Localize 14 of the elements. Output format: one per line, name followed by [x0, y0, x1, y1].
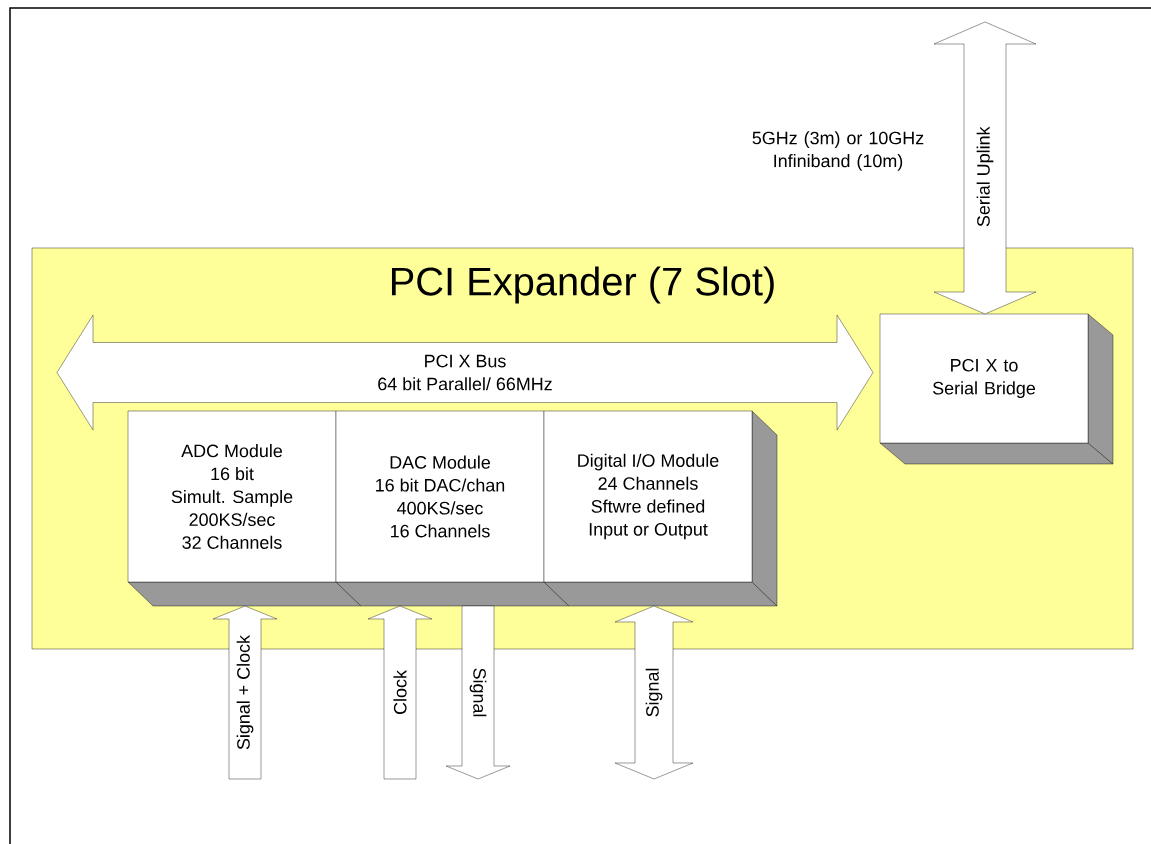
- edge-label: Serial Uplink: [976, 126, 994, 227]
- block-arrow: [445, 605, 511, 780]
- block-arrow: [933, 21, 1037, 315]
- block-arrow: [614, 605, 694, 780]
- edge-label: Clock: [393, 670, 407, 714]
- block-arrow: [367, 605, 433, 780]
- module-box: ADC Module 16 bit Simult. Sample 200KS/sec 32 Channels: [127, 410, 362, 607]
- module-box: Digital I/O Module 24 Channels Sftwre defined Input or Output: [543, 410, 778, 607]
- edge-label: Signal: [645, 668, 663, 717]
- module-box: DAC Module 16 bit DAC/chan 400KS/sec 16 Channels: [335, 410, 570, 607]
- bridge-box: PCI X to Serial Bridge: [879, 313, 1114, 465]
- edge-label: Signal: [469, 668, 487, 717]
- block-arrow: [212, 605, 278, 780]
- note-text: 5GHz (3m) or 10GHz Infiniband (10m): [752, 131, 924, 171]
